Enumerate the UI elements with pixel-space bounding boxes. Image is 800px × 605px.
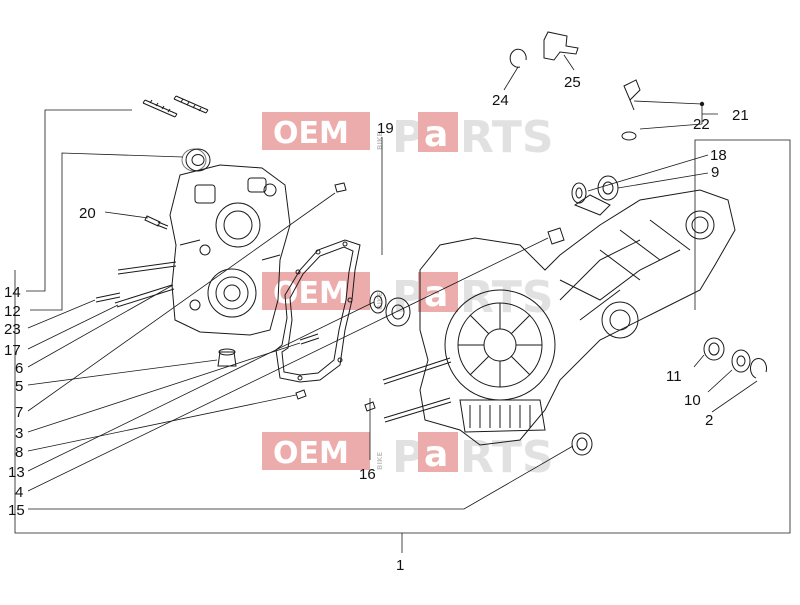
gasket-19 — [275, 239, 361, 383]
bearing-9 — [597, 175, 619, 201]
bracket-25 — [543, 31, 579, 61]
callout-13: 13 — [8, 464, 25, 481]
pin-small — [334, 182, 347, 193]
callout-24: 24 — [492, 92, 509, 109]
watermark-oem-parts: OEM BIKE P a RTS — [262, 432, 554, 483]
svg-text:BIKE: BIKE — [376, 452, 384, 470]
dowel-8 — [295, 389, 307, 400]
callout-18: 18 — [710, 147, 727, 164]
callout-16: 16 — [359, 466, 376, 483]
stud-long — [383, 397, 452, 423]
svg-text:RTS: RTS — [460, 272, 554, 323]
svg-text:a: a — [424, 114, 448, 155]
callout-14: 14 — [4, 284, 21, 301]
svg-text:OEM: OEM — [273, 276, 349, 311]
watermark-oem-parts: OEM BIKE P a RTS — [262, 272, 554, 323]
stud-bolts — [142, 95, 209, 118]
stud-long — [117, 261, 177, 275]
callout-17: 17 — [4, 342, 21, 359]
watermark-group: OEM BIKE P a RTS OEM BIKE P a RTS OEM BI… — [262, 112, 554, 483]
oil-seal-18 — [571, 182, 587, 204]
callout-23: 23 — [4, 321, 21, 338]
oil-seal-15 — [571, 432, 593, 456]
stud-long — [382, 357, 452, 385]
dowel-7 — [299, 333, 320, 345]
bearing-11 — [703, 337, 725, 361]
callout-8: 8 — [15, 444, 23, 461]
left-crankcase-half — [169, 164, 291, 336]
svg-text:RTS: RTS — [460, 112, 554, 163]
o-ring-22 — [621, 131, 637, 141]
callout-9: 9 — [711, 164, 719, 181]
callout-5: 5 — [15, 378, 23, 395]
dipstick-21 — [623, 79, 641, 111]
stud-long — [114, 284, 175, 308]
callout-2: 2 — [705, 412, 713, 429]
callout-4: 4 — [15, 484, 23, 501]
leader-lines — [14, 54, 791, 553]
svg-text:OEM: OEM — [273, 116, 349, 151]
callout-10: 10 — [684, 392, 701, 409]
callout-20: 20 — [79, 205, 96, 222]
seal-10 — [731, 349, 751, 373]
callout-1: 1 — [396, 557, 404, 574]
callout-7: 7 — [15, 404, 23, 421]
circlip-2 — [750, 358, 767, 379]
svg-text:RTS: RTS — [460, 432, 554, 483]
parts-illustration — [95, 31, 767, 456]
callout-11: 11 — [666, 368, 682, 385]
dowel-pin — [95, 292, 121, 303]
svg-text:OEM: OEM — [273, 436, 349, 471]
drain-plug — [217, 348, 237, 367]
callout-15: 15 — [8, 502, 25, 519]
callout-6: 6 — [15, 360, 23, 377]
callout-3: 3 — [15, 425, 23, 442]
callout-25: 25 — [564, 74, 581, 91]
svg-text:a: a — [424, 274, 448, 315]
clip-24 — [509, 48, 527, 68]
svg-text:BIKE: BIKE — [376, 132, 384, 150]
svg-text:a: a — [424, 434, 448, 475]
callout-19: 19 — [377, 120, 394, 137]
callout-labels: 1 2 3 4 5 6 7 8 9 10 11 12 13 14 15 16 1… — [4, 74, 749, 574]
bolt-20 — [144, 215, 169, 230]
callout-22: 22 — [693, 116, 710, 133]
callout-21: 21 — [732, 107, 749, 124]
watermark-oem-parts: OEM BIKE P a RTS — [262, 112, 554, 163]
oil-seal-12 — [181, 148, 211, 172]
dowel-4 — [547, 227, 565, 245]
bearing — [385, 297, 411, 327]
callout-12: 12 — [4, 303, 21, 320]
right-crankcase — [419, 189, 736, 446]
svg-text:BIKE: BIKE — [376, 292, 384, 310]
